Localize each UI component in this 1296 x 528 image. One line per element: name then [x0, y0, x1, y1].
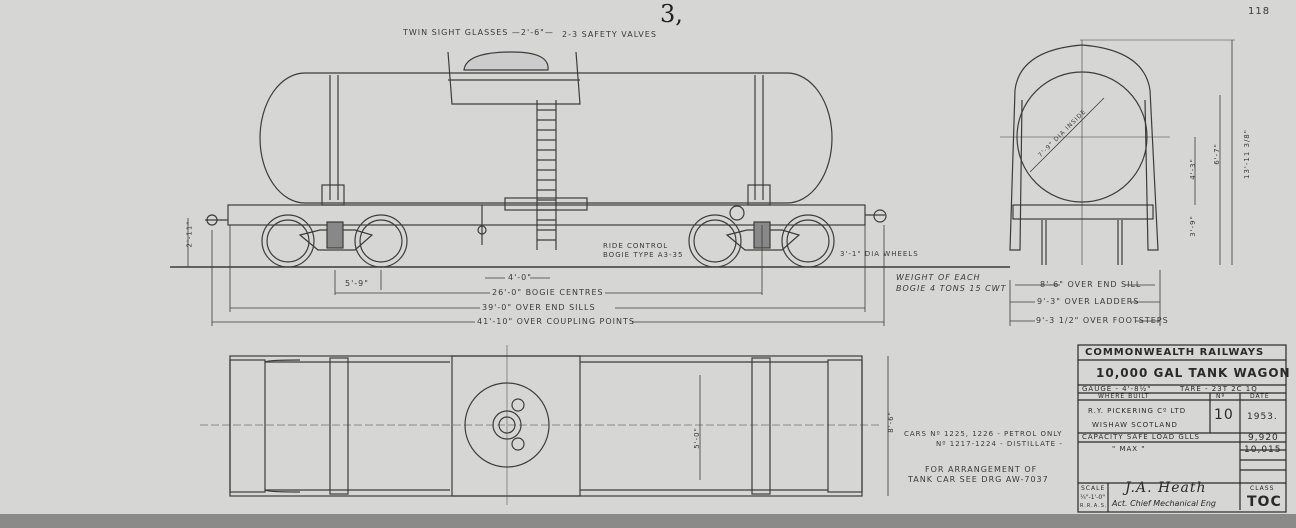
- coupling-dimension: 41'-10" OVER COUPLING POINTS: [477, 317, 635, 326]
- capacity-value: 9,920: [1248, 433, 1279, 443]
- scale-value: ¼"-1'-0": [1080, 494, 1105, 501]
- underframe: [205, 184, 887, 245]
- sheet-number: 3,: [660, 0, 683, 28]
- builder-line-2: WISHAW SCOTLAND: [1092, 421, 1178, 429]
- overall-height-dimension: 13'-11 3/8": [1242, 129, 1251, 179]
- railway-name: COMMONWEALTH RAILWAYS: [1085, 347, 1265, 358]
- max-label: " MAX ": [1112, 445, 1146, 453]
- ride-control-note: RIDE CONTROL: [603, 242, 669, 250]
- signature: J.A. Heath: [1125, 480, 1207, 496]
- end-sill-dimension: 8'-6" OVER END SILL: [1040, 280, 1142, 289]
- plan-view: [200, 345, 889, 505]
- bogie-type-note: BOGIE TYPE A3-35: [603, 251, 684, 259]
- safety-valves-note: 2-3 SAFETY VALVES: [562, 30, 657, 39]
- wheels-note: 3'-1" DIA WHEELS: [840, 250, 919, 258]
- wagon-count: 10: [1214, 407, 1234, 423]
- signatory: Act. Chief Mechanical Eng: [1112, 499, 1217, 508]
- date-label: DATE: [1250, 393, 1270, 400]
- wagon-class: TOC: [1247, 494, 1282, 510]
- gauge: GAUGE - 4'-8½": [1082, 385, 1152, 393]
- class-label: CLASS: [1250, 485, 1275, 492]
- drawing-title: 10,000 GAL TANK WAGON: [1096, 366, 1291, 380]
- tare: TARE - 23T 2C 1Q: [1180, 385, 1258, 393]
- side-dimension-lines: [187, 218, 885, 326]
- scale-code: R.R.A.S.: [1080, 503, 1108, 509]
- end-sills-dimension: 39'-0" OVER END SILLS: [482, 303, 596, 312]
- arrangement-note-2: TANK CAR SEE DRG AW-7037: [908, 475, 1049, 484]
- end-dim-2: 6'-7": [1212, 143, 1221, 165]
- build-date: 1953.: [1247, 412, 1278, 422]
- ladder: [536, 100, 557, 250]
- end-dim-3: 3'-9": [1188, 215, 1197, 237]
- side-view-tank: [259, 51, 833, 204]
- number-label: Nº: [1216, 393, 1226, 400]
- where-built-label: WHERE BUILT: [1098, 393, 1150, 400]
- footsteps-dimension: 9'-3 1/2" OVER FOOTSTEPS: [1036, 316, 1169, 325]
- sight-glasses-note: TWIN SIGHT GLASSES —2'-6"—: [403, 28, 554, 37]
- sheet-bottom-edge: [0, 514, 1296, 528]
- bogie-right: [688, 214, 835, 268]
- page-number: 118: [1248, 6, 1271, 17]
- plan-inner-dimension: 5'-0": [692, 427, 701, 449]
- end-view: [1000, 39, 1235, 326]
- end-dim-1: 4'-3": [1188, 158, 1197, 180]
- arrangement-note-1: FOR ARRANGEMENT OF: [925, 465, 1038, 474]
- wheelbase-dimension: 5'-9": [345, 279, 369, 288]
- plan-width-dimension: 8'-6": [886, 411, 895, 433]
- height-dimension: 2'-11": [185, 220, 194, 248]
- cars-note-1: CARS Nº 1225, 1226 - PETROL ONLY: [904, 430, 1063, 438]
- bogie-centres-dimension: 26'-0" BOGIE CENTRES: [492, 288, 604, 297]
- weight-note-2: BOGIE 4 TONS 15 CWT: [896, 284, 1007, 293]
- max-value: 10,015: [1244, 445, 1282, 455]
- capacity-label: CAPACITY SAFE LOAD GLLS: [1082, 433, 1200, 441]
- ladders-dimension: 9'-3" OVER LADDERS: [1037, 297, 1140, 306]
- weight-note-1: WEIGHT OF EACH: [896, 273, 981, 282]
- bogie-left: [261, 214, 408, 268]
- title-block-frame: [1077, 344, 1287, 513]
- scale-label: SCALE: [1081, 485, 1106, 492]
- ladder-dimension: 4'-0": [508, 273, 532, 282]
- builder-line-1: R.Y. PICKERING Cº LTD: [1088, 407, 1187, 415]
- cars-note-2: Nº 1217-1224 - DISTILLATE -: [936, 440, 1063, 448]
